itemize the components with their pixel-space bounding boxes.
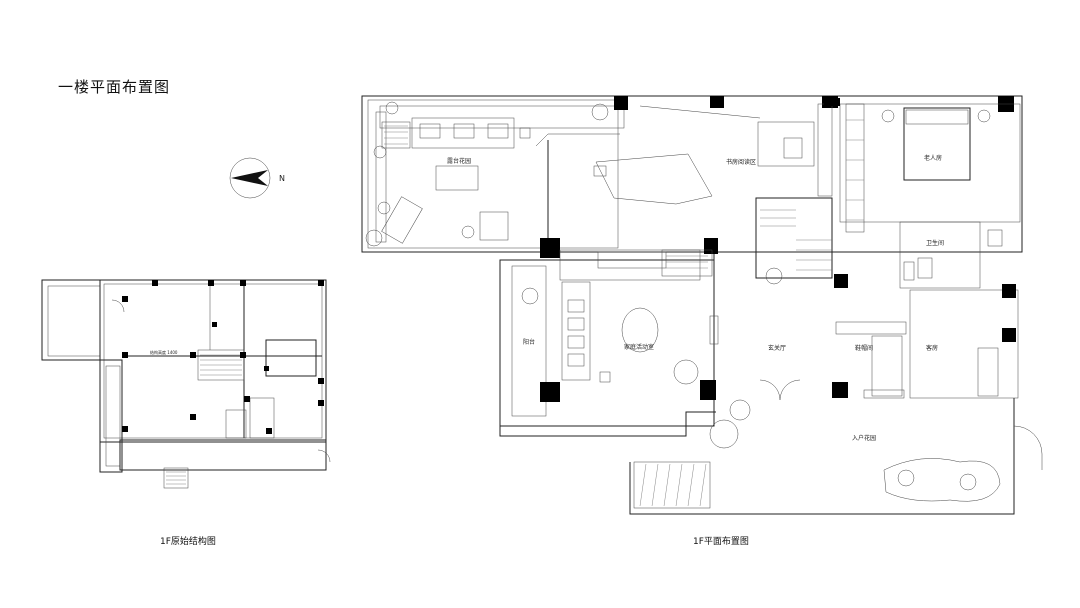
room-label-bathroom: 卫生间 [926, 239, 944, 247]
room-label-entry-garden: 入户花园 [852, 434, 876, 442]
original-plan-caption: 1F原始结构图 [160, 537, 216, 547]
north-label: N [279, 174, 285, 183]
room-label-shoe-room: 鞋帽间 [855, 344, 873, 352]
north-arrow-icon: N [229, 157, 285, 199]
original-plan-note: 结构高度 1400 [150, 349, 178, 355]
room-label-terrace-garden: 露台花园 [447, 157, 471, 165]
page-title: 一楼平面布置图 [58, 78, 171, 96]
room-label-family-room: 家庭活动室 [624, 343, 654, 351]
original-structure-plan: 结构高度 1400 [41, 279, 331, 489]
layout-plan [361, 95, 1043, 515]
room-label-guest-room: 客房 [926, 344, 938, 352]
room-label-study: 书房阅读区 [726, 158, 756, 166]
room-label-elder-room: 老人房 [924, 154, 942, 162]
layout-plan-caption: 1F平面布置图 [693, 537, 749, 547]
room-label-balcony: 阳台 [523, 338, 535, 346]
room-label-foyer: 玄关厅 [768, 344, 786, 352]
